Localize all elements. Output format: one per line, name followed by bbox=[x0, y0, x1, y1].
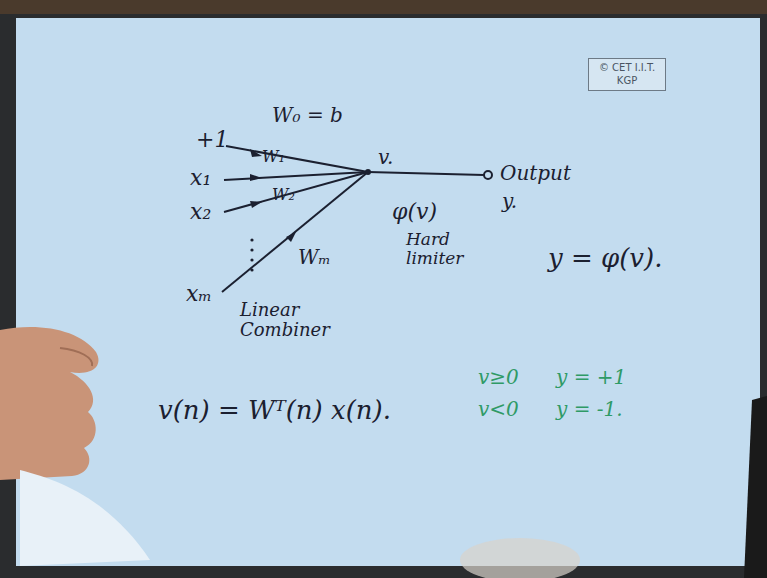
output-label: Output bbox=[500, 162, 571, 184]
induced-field-label: v. bbox=[378, 146, 393, 168]
weight-label: Wₘ bbox=[298, 246, 331, 268]
top-strip bbox=[0, 0, 767, 14]
block-caption: Hard limiter bbox=[406, 230, 476, 267]
input-label: x₁ bbox=[190, 166, 211, 190]
blur-patch bbox=[460, 538, 580, 578]
paper-sheet bbox=[16, 18, 760, 566]
output-label: y. bbox=[502, 190, 517, 212]
input-label: x₂ bbox=[190, 200, 211, 224]
weight-label: W₀ = b bbox=[272, 104, 343, 126]
copyright-text: © CET I.I.T. KGP bbox=[593, 62, 661, 87]
weight-label: W₁ bbox=[262, 148, 285, 166]
input-label: xₘ bbox=[186, 282, 212, 306]
ellipsis-dots bbox=[250, 238, 253, 271]
output-terminal bbox=[484, 171, 492, 179]
equation: v(n) = Wᵀ(n) x(n). bbox=[158, 396, 391, 425]
bias-input: +1 bbox=[196, 128, 228, 152]
paper-curl bbox=[20, 470, 150, 566]
condition-result: y = -1. bbox=[556, 398, 623, 420]
hand bbox=[0, 327, 98, 480]
activation-label: φ(v) bbox=[392, 200, 437, 224]
weight-label: W₂ bbox=[272, 186, 295, 204]
hand-crease bbox=[60, 348, 92, 366]
condition: v<0 bbox=[478, 398, 519, 420]
summing-junction bbox=[365, 169, 371, 175]
equation: y = φ(v). bbox=[548, 244, 662, 273]
arrow-heads bbox=[250, 149, 296, 242]
input-wires bbox=[222, 146, 484, 292]
condition-result: y = +1 bbox=[556, 366, 626, 388]
block-caption: Linear Combiner bbox=[240, 300, 335, 340]
condition: v≥0 bbox=[478, 366, 519, 388]
pen bbox=[744, 396, 767, 578]
copyright-box: © CET I.I.T. KGP bbox=[588, 58, 666, 91]
